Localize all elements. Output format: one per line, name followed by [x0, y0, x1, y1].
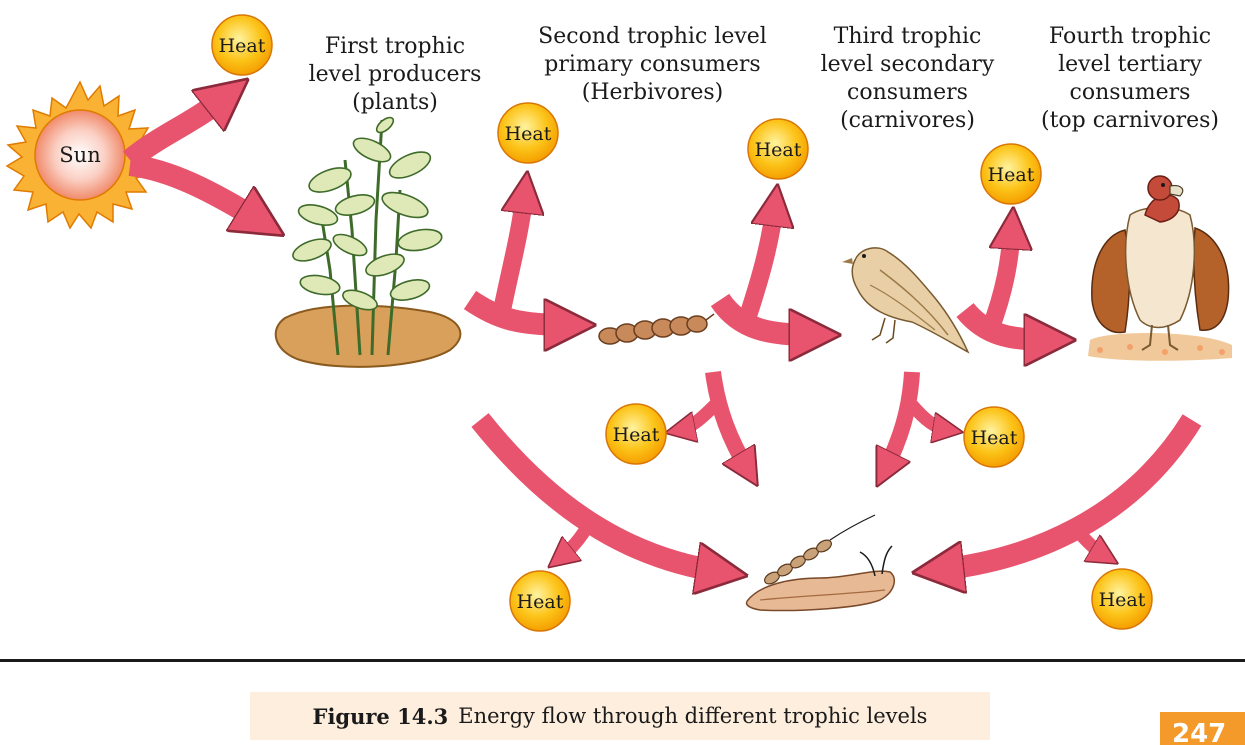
level2-line3: (Herbivores) — [581, 80, 724, 105]
heat-label: Heat — [505, 123, 552, 145]
level2-label: Second trophic level primary consumers (… — [515, 23, 790, 107]
arrow-herbivore-to-bird — [710, 293, 815, 335]
heat-label: Heat — [613, 424, 660, 446]
heat-label: Heat — [1099, 589, 1146, 611]
energy-arrows — [122, 95, 1202, 572]
sun-label: Sun — [59, 143, 100, 167]
heat-label: Heat — [219, 35, 266, 57]
level4-line4: (top carnivores) — [1041, 108, 1219, 133]
plant-leaves — [292, 116, 443, 311]
arrow-branch-heat-right — [907, 400, 948, 430]
separator-rule — [0, 659, 1245, 662]
arrow-branch-heat-bottom-right — [1065, 517, 1105, 556]
heat-circle-level2: Heat — [747, 118, 809, 180]
sun: Sun — [5, 80, 158, 230]
level4-line2: level tertiary — [1058, 52, 1202, 77]
level1-label: First trophic level producers (plants) — [290, 33, 500, 117]
arrow-plants-to-decomposers — [471, 413, 722, 572]
arrow-sun-to-plants — [128, 154, 262, 222]
heat-label: Heat — [971, 427, 1018, 449]
level4-line1: Fourth trophic — [1048, 24, 1212, 49]
arrow-level3-heat — [981, 228, 1012, 334]
heat-circle-bottom-right: Heat — [1091, 568, 1153, 630]
vulture-illustration — [1088, 175, 1232, 361]
figure-number: Figure 14.3 — [312, 703, 449, 729]
heat-label: Heat — [517, 591, 564, 613]
level4-line3: consumers — [1069, 80, 1191, 105]
heat-circle-bottom-left: Heat — [509, 570, 571, 632]
arrow-bird-to-vulture — [956, 302, 1050, 340]
diagram-canvas: Sun — [5, 14, 1232, 632]
arrow-plants-to-herbivore — [463, 290, 570, 325]
figure-caption: Figure 14.3 Energy flow through differen… — [250, 692, 990, 740]
heat-circle-level1: Heat — [497, 102, 559, 164]
heat-label: Heat — [988, 164, 1035, 186]
level4-label: Fourth trophic level tertiary consumers … — [1025, 23, 1235, 135]
level3-line4: (carnivores) — [840, 108, 975, 133]
level3-line2: level secondary — [820, 52, 995, 77]
decomposers-illustration — [745, 514, 896, 612]
heat-label: Heat — [755, 139, 802, 161]
arrow-level1-heat — [491, 192, 525, 322]
arrow-herbivore-to-decomposers — [705, 370, 748, 470]
level2-line2: primary consumers — [544, 52, 761, 77]
caterpillar-illustration — [598, 313, 715, 345]
level1-line1: First trophic — [324, 34, 466, 59]
arrow-sun-to-heat — [122, 95, 228, 169]
level3-line1: Third trophic — [833, 24, 982, 49]
plants-illustration — [274, 116, 462, 368]
level3-line3: consumers — [847, 80, 968, 105]
arrow-branch-heat-bottom-left — [560, 518, 596, 558]
heat-circle-level3: Heat — [980, 143, 1042, 205]
heat-circles: Heat Heat Heat Heat Heat Heat Heat Heat — [211, 14, 1153, 632]
level1-line2: level producers — [308, 62, 482, 87]
arrow-bird-to-decomposers — [885, 371, 920, 470]
level2-line1: Second trophic level — [538, 24, 767, 49]
bird-illustration — [842, 247, 970, 354]
figure-caption-text: Energy flow through different trophic le… — [458, 704, 928, 728]
level1-line3: (plants) — [352, 90, 438, 115]
arrow-branch-heat-left — [680, 400, 720, 430]
heat-circle-middle-right: Heat — [963, 406, 1025, 468]
arrow-level2-heat — [736, 205, 775, 328]
heat-circle-middle-left: Heat — [605, 403, 667, 465]
heat-circle-sun: Heat — [211, 14, 273, 76]
page-number: 247 — [1160, 712, 1245, 745]
level3-label: Third trophic level secondary consumers … — [800, 23, 1015, 135]
